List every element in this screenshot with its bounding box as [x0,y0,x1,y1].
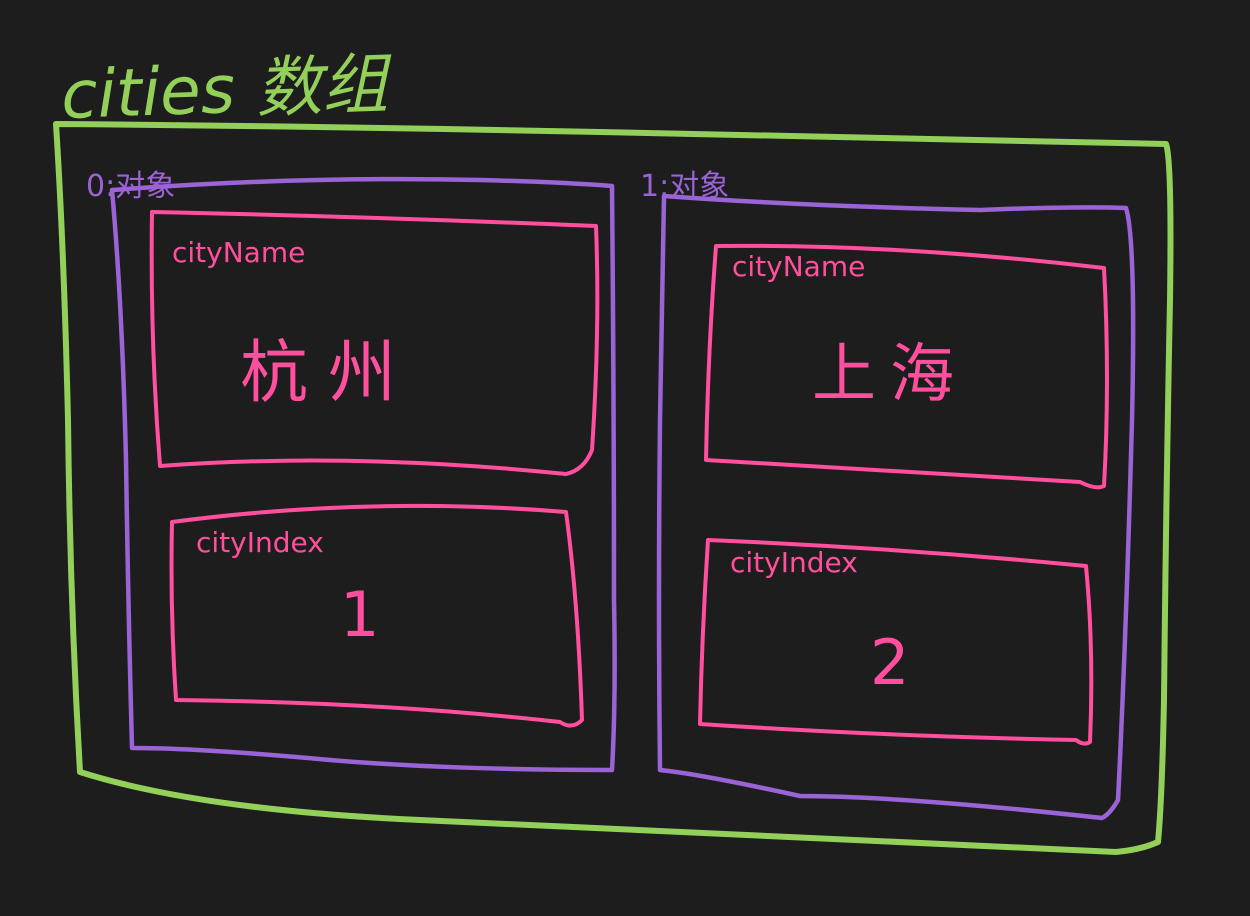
object-0-box [109,176,617,773]
object-0-field-0-value: 杭州 [240,334,416,413]
object-1-field-0-box [704,243,1109,490]
array-box [53,121,1174,855]
object-1-field-1-value: 2 [870,626,909,699]
object-1-field-0-value: 上海 [812,338,968,412]
object-1-field-1-box [698,538,1094,746]
object-1-field-1-name: cityIndex [730,546,858,579]
array-title: cities 数组 [60,45,394,134]
object-0-field-1-value: 1 [340,578,379,651]
object-0-field-0-name: cityName [172,236,305,269]
object-0-field-1-box [169,503,584,728]
object-1-field-0-name: cityName [732,250,865,283]
object-0-field-1-name: cityIndex [196,526,324,559]
object-0-field-0-box [149,210,600,476]
object-1-box [656,193,1136,821]
